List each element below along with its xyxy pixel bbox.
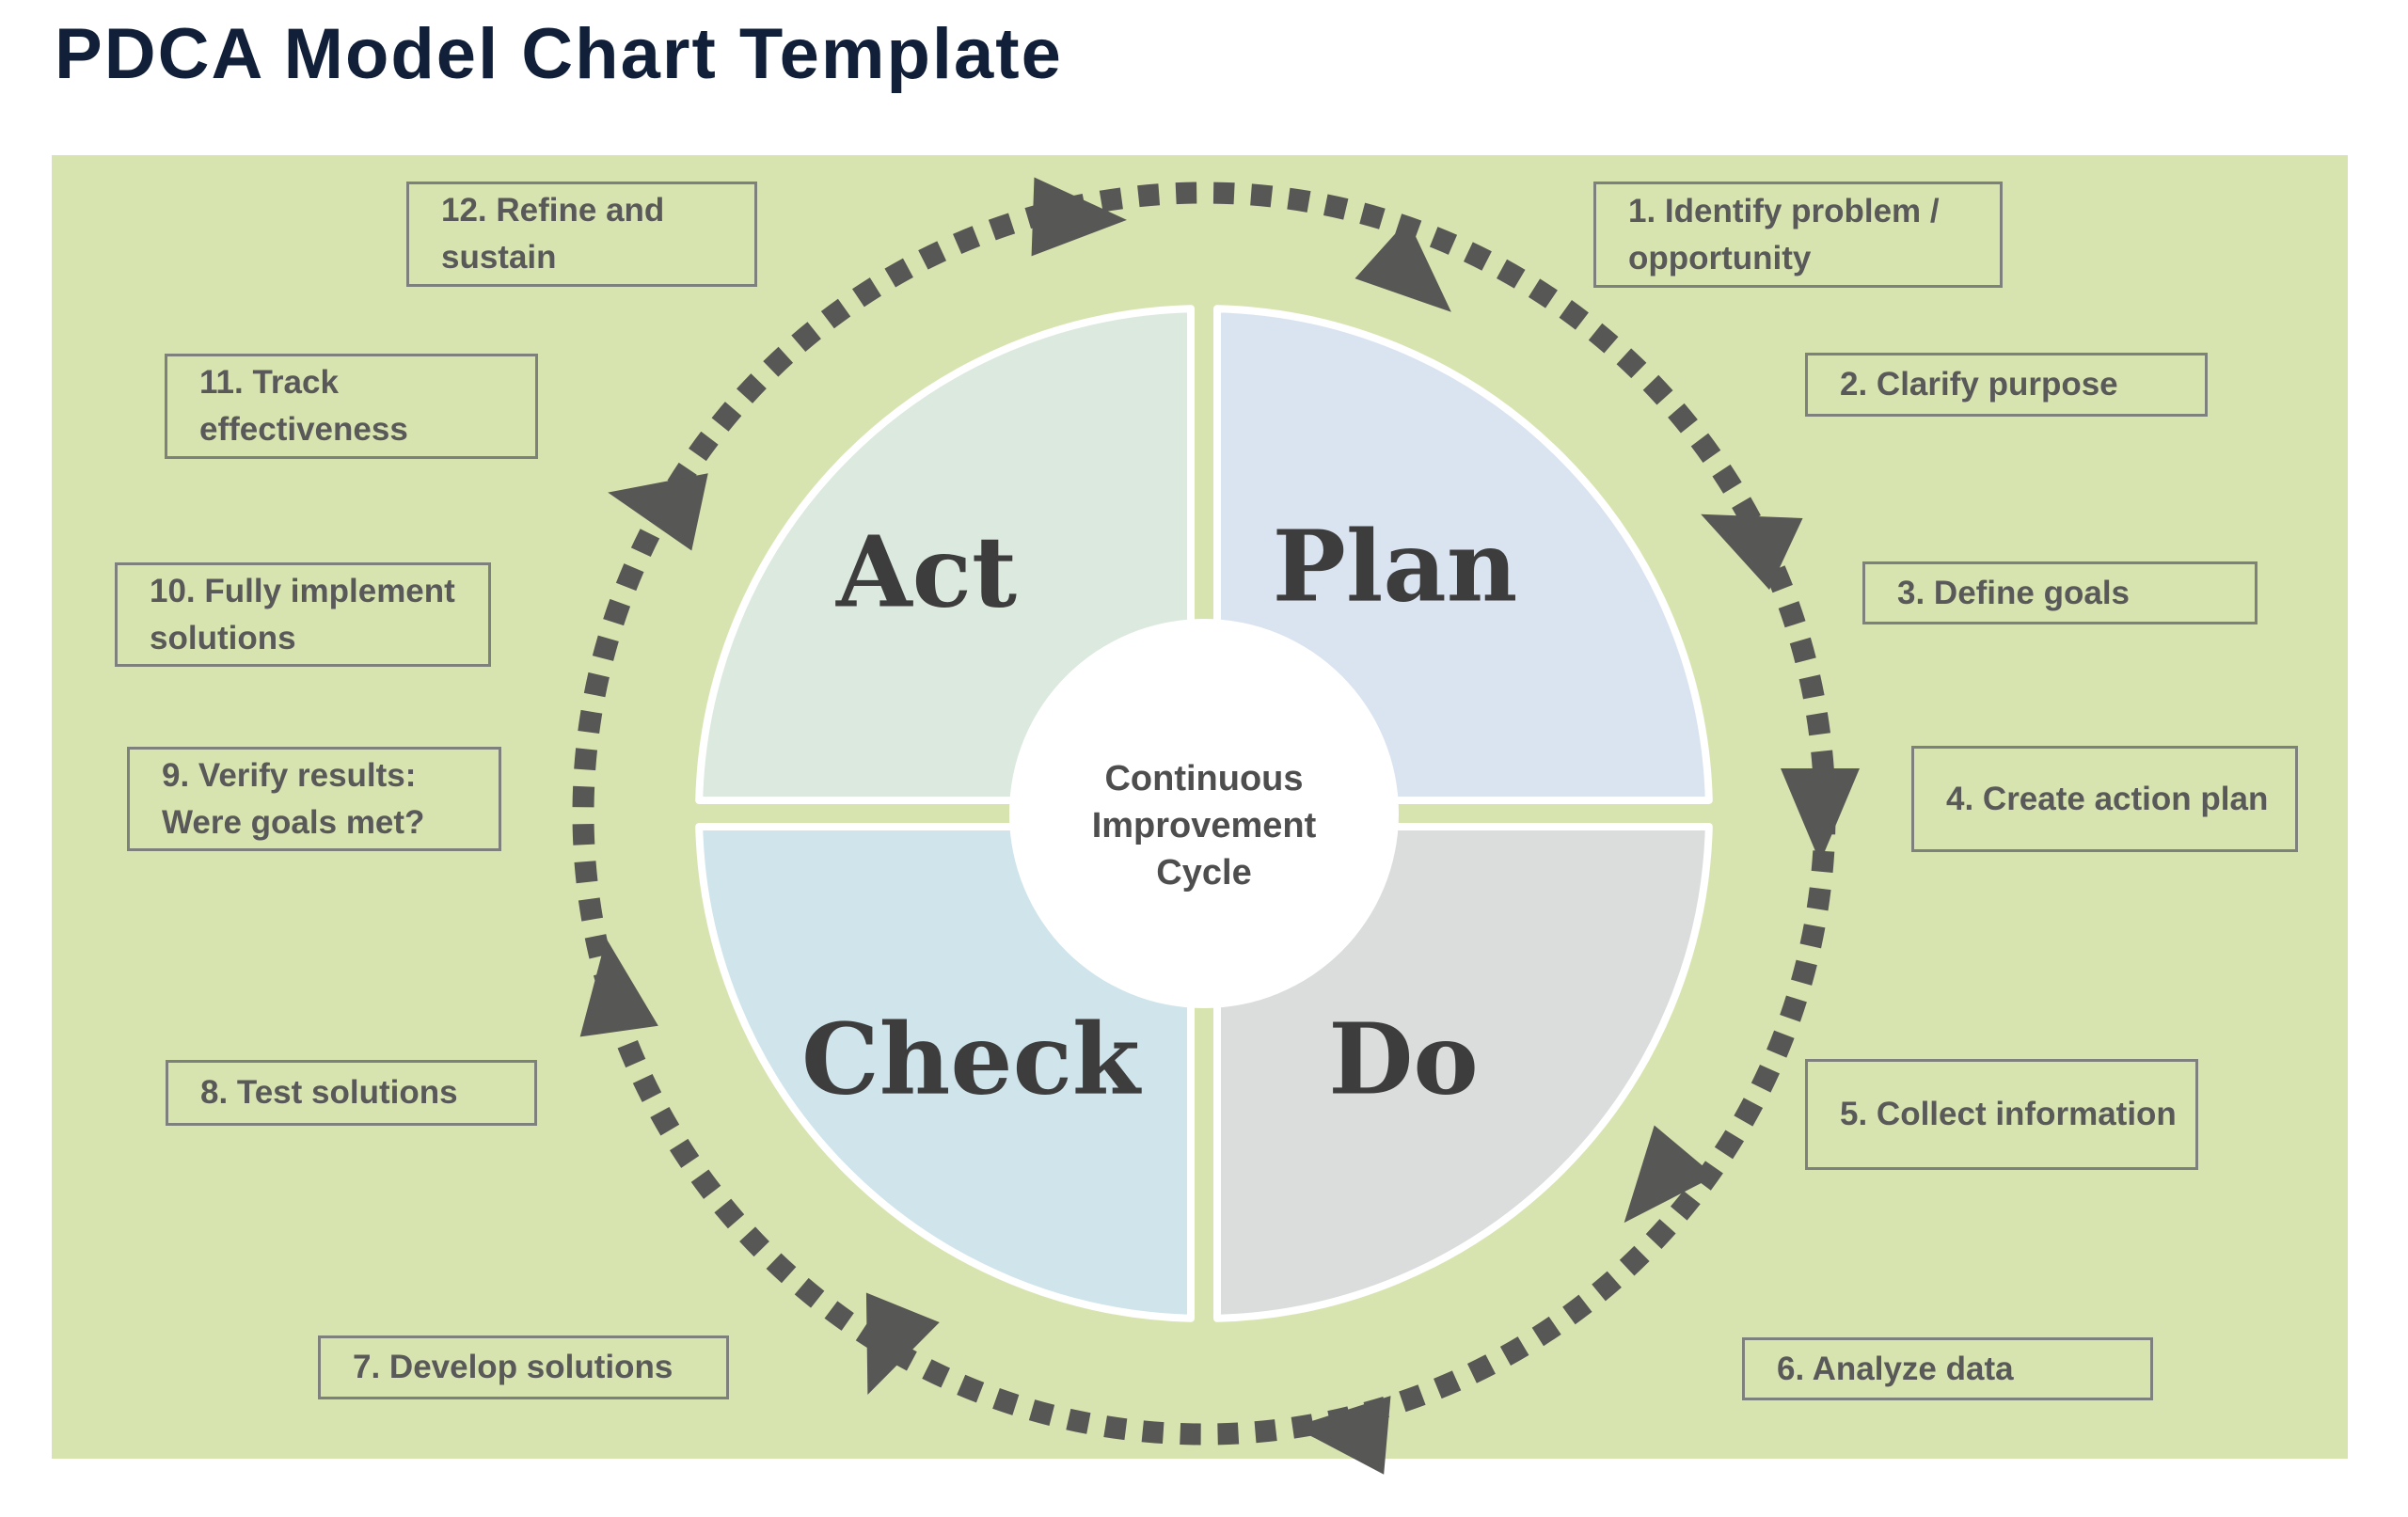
cycle-arrow-icon — [1701, 514, 1803, 591]
page-title: PDCA Model Chart Template — [55, 14, 1063, 94]
quadrant-label-plan: Plan — [1272, 508, 1518, 624]
step-label: 1. Identify problem / opportunity — [1628, 192, 1940, 277]
quadrant-label-do: Do — [1328, 1001, 1479, 1117]
step-box-3: 3. Define goals — [1862, 561, 2258, 624]
cycle-arrow-icon — [1781, 768, 1860, 862]
step-box-7: 7. Develop solutions — [318, 1335, 729, 1399]
cycle-arrow-icon — [1293, 1396, 1391, 1475]
step-label: 7. Develop solutions — [353, 1349, 673, 1386]
step-label: 4. Create action plan — [1946, 780, 2269, 817]
cycle-arrow-icon — [579, 938, 658, 1037]
quadrant-label-check: Check — [801, 1001, 1140, 1117]
step-box-6: 6. Analyze data — [1742, 1337, 2153, 1400]
step-box-1: 1. Identify problem / opportunity — [1593, 182, 2003, 288]
step-box-8: 8. Test solutions — [166, 1060, 537, 1126]
cycle-arrow-icon — [865, 1292, 940, 1395]
step-box-5: 5. Collect information — [1805, 1059, 2198, 1170]
step-box-10: 10. Fully implement solutions — [115, 562, 491, 667]
center-label-line: Continuous — [1104, 758, 1304, 798]
step-label: 12. Refine and sustain — [441, 192, 665, 276]
step-label: 9. Verify results: Were goals met? — [162, 756, 425, 841]
step-box-9: 9. Verify results: Were goals met? — [127, 747, 501, 851]
step-label: 11. Track effectiveness — [199, 364, 408, 448]
cycle-arrow-icon — [1354, 219, 1451, 312]
step-label: 6. Analyze data — [1777, 1350, 2014, 1387]
step-label: 5. Collect information — [1840, 1096, 2177, 1133]
step-label: 2. Clarify purpose — [1840, 366, 2118, 403]
center-label-line: Improvement — [1091, 805, 1317, 845]
step-box-4: 4. Create action plan — [1911, 746, 2298, 852]
cycle-arrow-icon — [1624, 1125, 1716, 1224]
cycle-arrowheads — [579, 177, 1860, 1475]
step-label: 10. Fully implement solutions — [150, 572, 455, 656]
step-box-12: 12. Refine and sustain — [406, 182, 757, 287]
step-label: 3. Define goals — [1897, 574, 2131, 611]
step-label: 8. Test solutions — [200, 1074, 458, 1112]
quadrant-label-act: Act — [835, 514, 1018, 630]
center-label-line: Cycle — [1156, 853, 1252, 893]
step-box-2: 2. Clarify purpose — [1805, 353, 2208, 417]
cycle-arrow-icon — [608, 473, 708, 551]
step-box-11: 11. Track effectiveness — [165, 354, 538, 459]
cycle-arrow-icon — [1031, 177, 1127, 257]
center-hub-circle — [1009, 619, 1399, 1008]
center-cycle-label: Continuous Improvement Cycle — [1044, 755, 1364, 896]
